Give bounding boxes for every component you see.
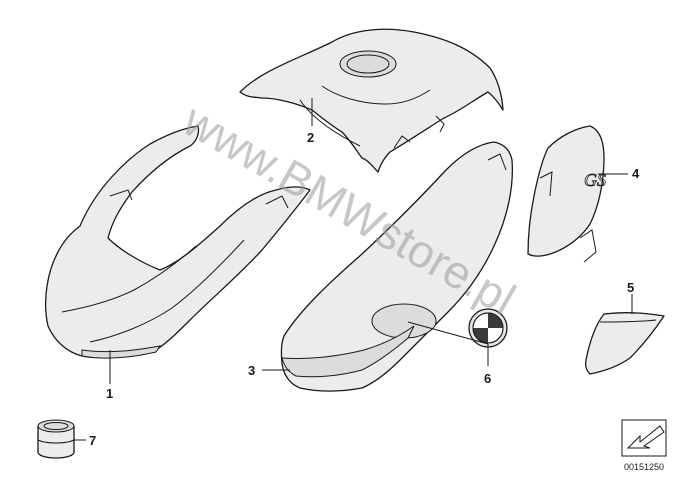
callout-4: 4 xyxy=(632,166,640,181)
callout-5: 5 xyxy=(627,280,634,295)
callout-2: 2 xyxy=(307,130,314,145)
callout-3: 3 xyxy=(248,363,255,378)
callout-1: 1 xyxy=(106,386,113,401)
diagram-badge: 00151250 xyxy=(621,419,667,472)
diagram-id: 00151250 xyxy=(624,462,664,472)
part-7-sleeve[interactable] xyxy=(37,419,75,459)
part-2-tank-cover[interactable] xyxy=(239,28,504,173)
gs-logo-mark: GS xyxy=(584,170,606,190)
part-1-fairing[interactable] xyxy=(45,125,311,359)
leader-lines xyxy=(74,98,633,441)
part-3-side-cover[interactable] xyxy=(280,141,514,392)
callout-7: 7 xyxy=(89,433,96,448)
part-4-side-panel[interactable]: GS xyxy=(527,125,606,263)
callout-6: 6 xyxy=(484,371,491,386)
arrow-icon xyxy=(626,425,665,449)
part-6-emblem[interactable] xyxy=(468,308,508,348)
part-5-trim-piece[interactable] xyxy=(584,312,665,375)
